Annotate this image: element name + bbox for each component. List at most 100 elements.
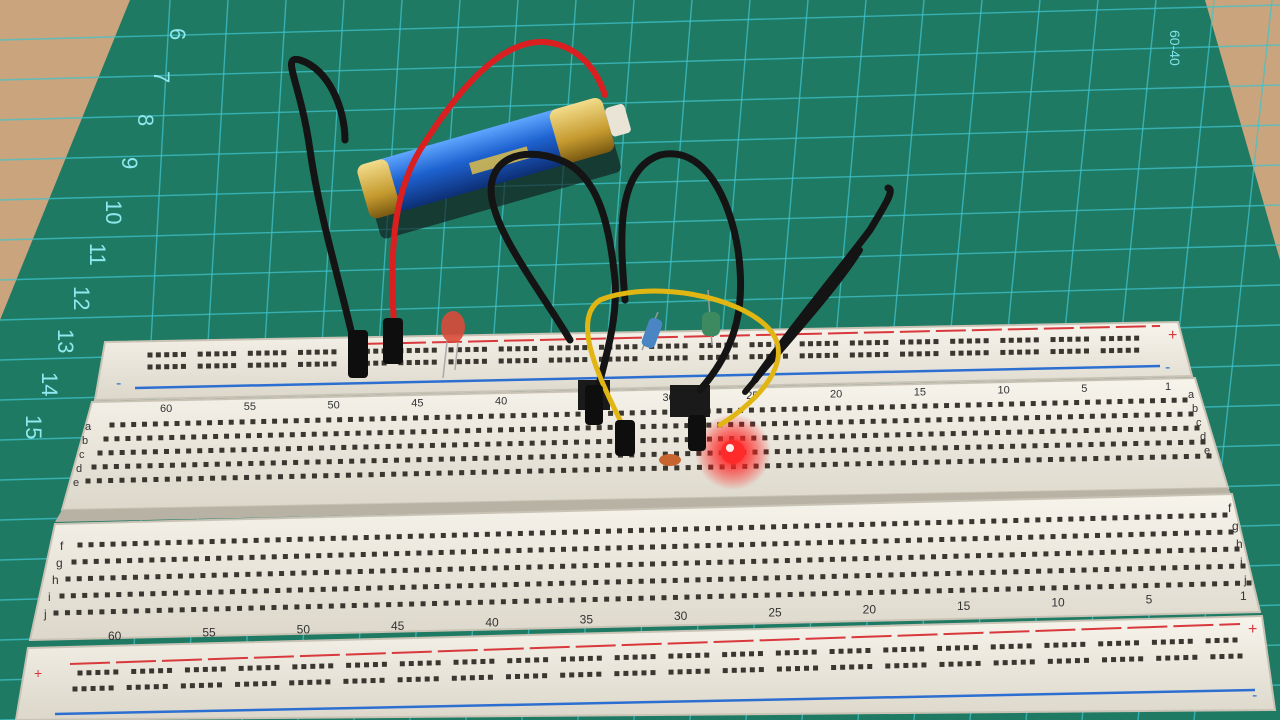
hole bbox=[1065, 658, 1071, 664]
hole bbox=[438, 456, 444, 462]
hole bbox=[528, 530, 534, 536]
hole bbox=[202, 434, 208, 440]
hole bbox=[1134, 514, 1140, 520]
hole bbox=[245, 433, 251, 439]
hole bbox=[838, 648, 844, 654]
hole bbox=[1200, 513, 1206, 519]
hole bbox=[363, 602, 369, 608]
hole bbox=[1090, 515, 1096, 521]
hole bbox=[953, 553, 959, 559]
hole bbox=[59, 593, 65, 599]
hole bbox=[650, 527, 655, 533]
hole bbox=[1002, 518, 1008, 524]
hole bbox=[1222, 512, 1228, 518]
hole bbox=[543, 412, 549, 418]
hole bbox=[220, 538, 226, 544]
hole bbox=[792, 406, 798, 412]
hole bbox=[298, 680, 304, 686]
hole bbox=[862, 433, 868, 439]
hole bbox=[374, 534, 380, 540]
hole bbox=[263, 588, 269, 594]
red-led-unlit bbox=[441, 311, 465, 343]
column-number: 45 bbox=[411, 398, 423, 410]
hole bbox=[865, 573, 871, 579]
mat-ruler-number: 7 bbox=[149, 71, 174, 83]
hole bbox=[759, 407, 765, 413]
hole bbox=[164, 476, 170, 482]
hole bbox=[672, 594, 678, 600]
hole bbox=[740, 651, 746, 657]
hole bbox=[824, 352, 830, 358]
hole bbox=[155, 364, 161, 370]
hole bbox=[347, 416, 353, 422]
hole bbox=[828, 539, 833, 545]
hole bbox=[476, 427, 482, 433]
hole bbox=[961, 430, 967, 436]
hole bbox=[425, 470, 431, 476]
hole bbox=[162, 683, 168, 689]
hole bbox=[793, 523, 799, 529]
hole bbox=[832, 461, 838, 467]
hole bbox=[883, 339, 889, 345]
hole bbox=[1150, 426, 1156, 432]
hole bbox=[548, 564, 554, 570]
hole bbox=[206, 351, 212, 357]
resistor-blue bbox=[641, 311, 663, 351]
hole bbox=[638, 595, 644, 601]
hole bbox=[301, 664, 307, 670]
hole bbox=[374, 444, 380, 450]
hole bbox=[595, 467, 601, 473]
row-letter: c bbox=[1196, 417, 1202, 429]
hole bbox=[1117, 347, 1123, 353]
hole bbox=[203, 461, 209, 467]
hole bbox=[1106, 532, 1112, 538]
hole bbox=[516, 547, 522, 553]
hole bbox=[806, 434, 812, 440]
hole bbox=[1083, 428, 1089, 434]
hole bbox=[163, 448, 169, 454]
hole bbox=[661, 578, 667, 584]
hole bbox=[994, 586, 1000, 592]
hole bbox=[740, 667, 746, 673]
hole bbox=[207, 420, 213, 426]
hole bbox=[371, 551, 377, 557]
hole bbox=[706, 560, 712, 566]
hole bbox=[1131, 583, 1137, 589]
hole bbox=[563, 425, 569, 431]
hole bbox=[615, 356, 621, 362]
hole bbox=[948, 588, 954, 593]
hole bbox=[418, 443, 424, 449]
row-letter: d bbox=[76, 463, 82, 475]
hole bbox=[784, 650, 790, 656]
hole bbox=[775, 650, 781, 656]
hole bbox=[902, 589, 908, 595]
hole bbox=[923, 459, 929, 465]
hole bbox=[1005, 586, 1011, 592]
hole bbox=[748, 407, 754, 413]
hole bbox=[560, 563, 566, 569]
hole bbox=[716, 542, 722, 548]
hole bbox=[147, 364, 153, 370]
hole bbox=[763, 575, 769, 581]
hole bbox=[438, 549, 444, 555]
hole bbox=[1033, 349, 1039, 355]
hole bbox=[863, 556, 869, 562]
hole bbox=[908, 351, 914, 357]
hole bbox=[975, 350, 981, 356]
hole bbox=[849, 340, 855, 346]
hole bbox=[281, 350, 287, 356]
hole bbox=[854, 573, 860, 579]
hole bbox=[607, 356, 613, 362]
hole bbox=[77, 542, 83, 548]
hole bbox=[1105, 427, 1111, 433]
hole bbox=[1235, 580, 1241, 586]
mat-ruler-number: 6 bbox=[165, 28, 190, 40]
hole bbox=[96, 478, 102, 484]
hole bbox=[114, 436, 120, 442]
hole bbox=[1150, 531, 1156, 537]
hole bbox=[1100, 348, 1106, 354]
hole bbox=[473, 346, 479, 352]
hole bbox=[469, 675, 475, 681]
hole bbox=[632, 670, 638, 676]
hole bbox=[488, 413, 494, 419]
